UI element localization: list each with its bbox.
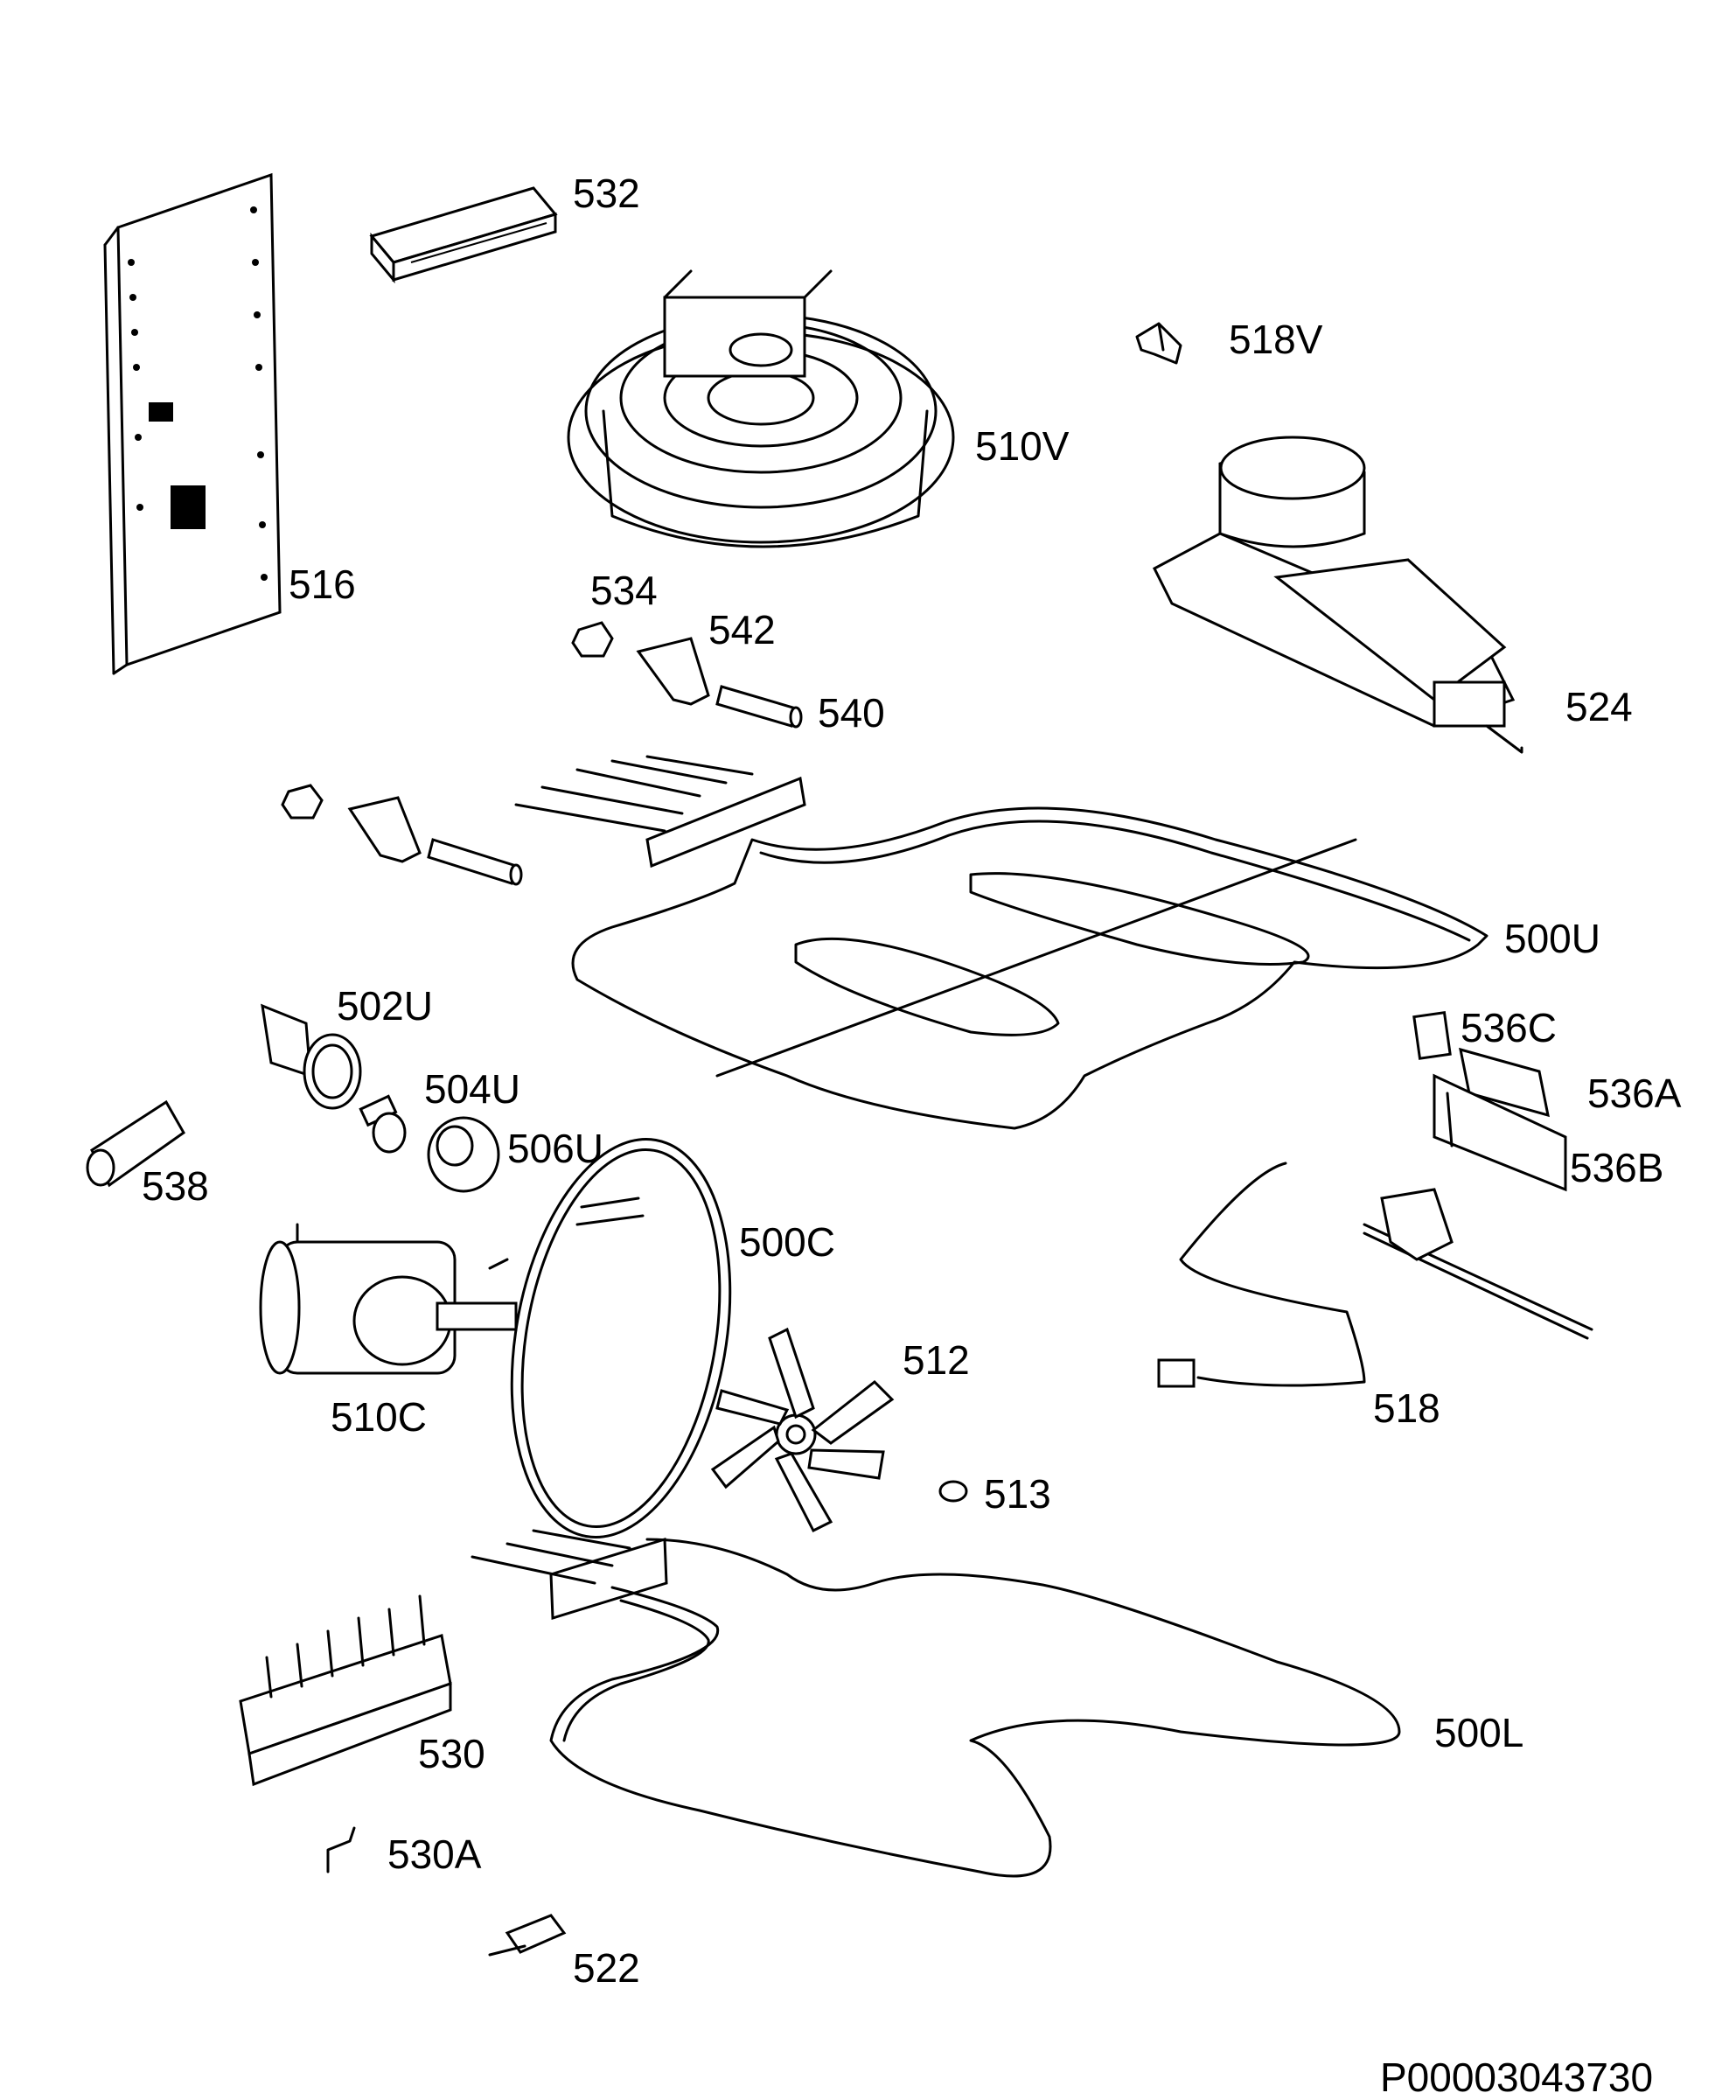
label-522: 522 [573, 1945, 640, 1991]
label-500C: 500C [739, 1219, 835, 1265]
part-500C-circular-heating-element [510, 1138, 732, 1538]
label-510C: 510C [331, 1394, 427, 1440]
part-534-nut [571, 621, 614, 658]
label-536A: 536A [1587, 1071, 1682, 1116]
terminal-fittings-left [281, 784, 523, 886]
part-530-terminal-block [239, 1594, 452, 1787]
part-504U-lamp-bulb [359, 1094, 407, 1154]
part-518-temperature-sensor [1157, 1162, 1593, 1388]
part-536C-clip [1412, 1011, 1452, 1060]
part-522-door-switch [488, 1914, 567, 1957]
part-540-insulation-tube [715, 685, 803, 729]
label-534: 534 [590, 568, 658, 613]
label-518V: 518V [1229, 317, 1323, 362]
label-512: 512 [903, 1337, 970, 1383]
part-502U-lamp-holder [261, 1003, 362, 1110]
part-536A-plate [1459, 1047, 1550, 1118]
part-538-tube [86, 1099, 185, 1188]
label-536C: 536C [1461, 1005, 1557, 1050]
label-532: 532 [573, 171, 640, 216]
label-510V: 510V [975, 423, 1070, 469]
label-524: 524 [1565, 684, 1633, 729]
label-536B: 536B [1570, 1145, 1664, 1190]
label-538: 538 [142, 1163, 209, 1209]
part-536B-bracket [1433, 1073, 1567, 1192]
part-518V-bracket [1135, 322, 1182, 365]
label-513: 513 [984, 1471, 1051, 1517]
label-540: 540 [818, 690, 885, 736]
part-513-nut [938, 1480, 968, 1503]
label-504U: 504U [424, 1066, 520, 1112]
part-506U-lamp-cover [427, 1116, 500, 1193]
part-510V-cooling-fan [567, 269, 955, 548]
label-518: 518 [1373, 1385, 1440, 1431]
document-id: P00003043730 [1380, 2055, 1654, 2100]
label-502U: 502U [337, 983, 433, 1029]
part-542-insulator-cone [636, 637, 710, 706]
part-524-timer-unit [1153, 436, 1523, 754]
part-530A-clip [326, 1826, 356, 1873]
label-530: 530 [418, 1731, 485, 1776]
part-532-connector-block [369, 186, 558, 284]
part-500U-upper-heating-element [514, 755, 1488, 1130]
part-516-control-board [103, 172, 282, 675]
label-506U: 506U [507, 1126, 603, 1171]
label-500U: 500U [1504, 916, 1600, 961]
part-512-fan-blade [710, 1327, 895, 1533]
label-530A: 530A [387, 1831, 482, 1877]
part-510C-convection-fan-motor [259, 1223, 518, 1375]
part-500L-lower-heating-element [471, 1529, 1401, 1878]
label-500L: 500L [1434, 1710, 1524, 1755]
label-542: 542 [708, 607, 776, 652]
label-516: 516 [289, 562, 356, 607]
